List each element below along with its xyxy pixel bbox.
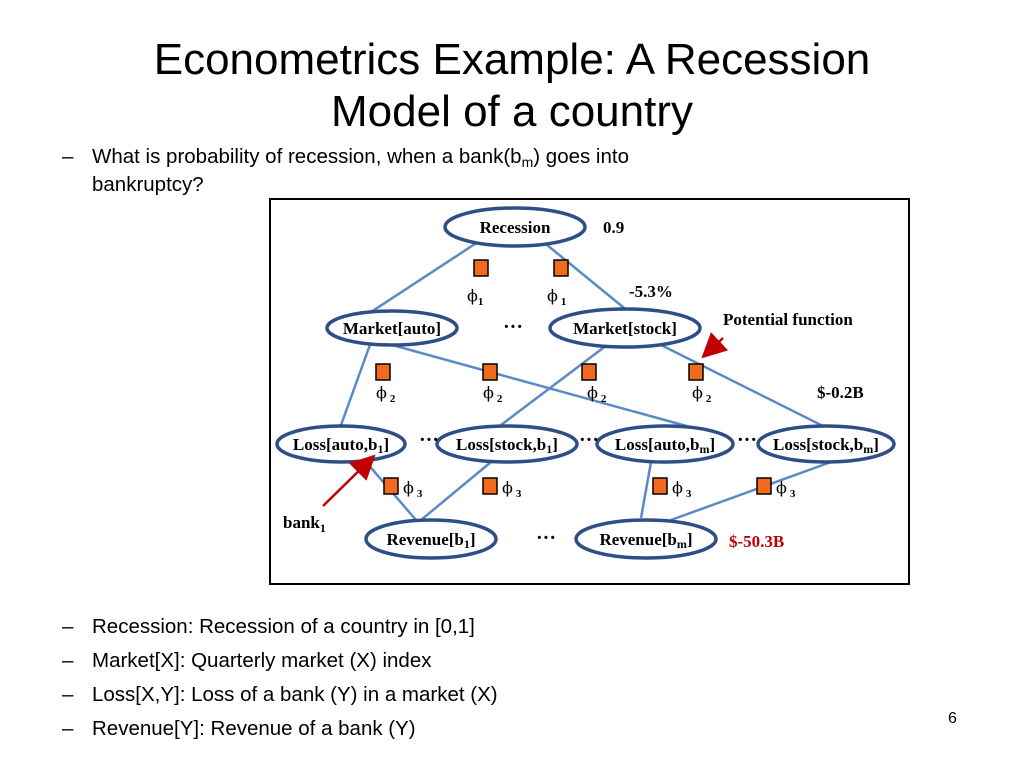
factor-phi3-a <box>383 477 399 495</box>
factor-phi2-b <box>482 363 498 381</box>
node-recession-label: Recession <box>480 218 551 237</box>
edge <box>670 460 832 522</box>
definition-text: Market[X]: Quarterly market (X) index <box>92 649 432 672</box>
value-market-stock: -5.3% <box>629 282 673 301</box>
ellipsis-loss-2: ··· <box>579 429 599 451</box>
node-revenue-bm-label: Revenue[bm] <box>599 530 692 551</box>
question-line1: What is probability of recession, when a… <box>92 144 629 175</box>
bullet-dash: – <box>62 145 74 168</box>
edge <box>420 461 492 521</box>
edge <box>650 338 832 432</box>
ellipsis-markets: ··· <box>503 316 523 338</box>
node-loss-auto-b1: Loss[auto,b1] <box>275 424 407 464</box>
factor-phi1-right <box>553 259 569 277</box>
node-loss-auto-bm: Loss[auto,bm] <box>595 424 735 464</box>
edge <box>500 341 612 426</box>
edge <box>540 239 630 313</box>
node-loss-stock-bm: Loss[stock,bm] <box>756 424 896 464</box>
node-market-auto-label: Market[auto] <box>343 319 441 338</box>
bank1-label: bank1 <box>283 513 326 535</box>
ellipsis-loss-3: ··· <box>737 429 757 451</box>
node-revenue-b1: Revenue[b1] <box>364 518 498 560</box>
potential-function-arrow <box>701 332 729 359</box>
ellipsis-revenue: ··· <box>536 527 556 549</box>
definition-text: Recession: Recession of a country in [0,… <box>92 615 475 638</box>
question-line2: bankruptcy? <box>92 173 204 196</box>
factor-phi1-left <box>473 259 489 277</box>
value-loss-stock-bm: $-0.2B <box>817 383 864 402</box>
node-loss-auto-b1-label: Loss[auto,b1] <box>293 435 389 456</box>
factor-nodes <box>375 259 772 495</box>
bullet-dash: – <box>62 649 74 672</box>
potential-function-label: Potential function <box>723 310 853 329</box>
node-loss-stock-b1: Loss[stock,b1] <box>435 424 579 464</box>
question-text: What is probability of recession, when a… <box>92 145 522 168</box>
question-subscript: m <box>521 154 534 170</box>
bullet-dash: – <box>62 615 74 638</box>
edges <box>339 238 832 522</box>
factor-phi3-b <box>482 477 498 495</box>
node-revenue-b1-label: Revenue[b1] <box>386 530 475 551</box>
factor-phi3-d <box>756 477 772 495</box>
edge <box>370 238 482 314</box>
node-loss-stock-bm-label: Loss[stock,bm] <box>773 435 879 456</box>
factor-phi2-d <box>688 363 704 381</box>
edge <box>380 340 702 432</box>
node-loss-auto-bm-label: Loss[auto,bm] <box>615 435 715 456</box>
edge <box>639 461 653 519</box>
factor-phi2-c <box>581 363 597 381</box>
value-recession: 0.9 <box>603 218 624 237</box>
node-recession: Recession <box>443 206 587 248</box>
bank1-arrow <box>322 454 376 507</box>
ellipsis-loss-1: ··· <box>419 429 439 451</box>
factor-phi3-c <box>652 477 668 495</box>
definition-text: Revenue[Y]: Revenue of a bank (Y) <box>92 717 416 740</box>
page-number: 6 <box>948 710 957 727</box>
question-text-end: ) goes into <box>533 145 629 168</box>
slide-title: Econometrics Example: A Recession Model … <box>0 34 1024 138</box>
slide-title-line1: Econometrics Example: A Recession <box>153 35 871 84</box>
bullet-dash: – <box>62 717 74 740</box>
edge <box>339 341 373 426</box>
definition-text: Loss[X,Y]: Loss of a bank (Y) in a marke… <box>92 683 498 706</box>
node-market-stock-label: Market[stock] <box>573 319 677 338</box>
factor-phi2-a <box>375 363 391 381</box>
phi1-label: ϕ1 <box>467 286 483 308</box>
value-revenue-bm: $-50.3B <box>729 532 784 551</box>
node-revenue-bm: Revenue[bm] <box>574 518 718 560</box>
slide-title-line2: Model of a country <box>331 87 693 136</box>
node-loss-stock-b1-label: Loss[stock,b1] <box>456 435 558 456</box>
bullet-dash: – <box>62 683 74 706</box>
node-market-auto: Market[auto] <box>325 309 459 347</box>
node-market-stock: Market[stock] <box>548 307 702 349</box>
